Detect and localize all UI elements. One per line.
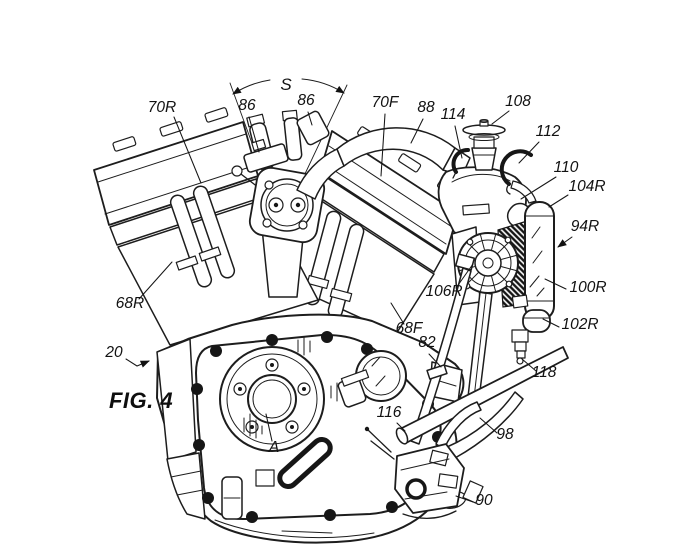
front-cylinder-assembly — [281, 126, 459, 335]
intake-sensor-86-right — [296, 110, 330, 146]
leader-line-94R — [557, 236, 573, 248]
hoses — [395, 346, 569, 459]
leader-line-70F — [380, 113, 386, 177]
leader-line-20 — [125, 358, 150, 368]
ref-label-A: A — [268, 439, 279, 456]
ref-label-20: 20 — [104, 344, 123, 361]
ref-label-68R: 68R — [116, 295, 144, 312]
leader-line-104R — [548, 194, 569, 208]
ref-label-86: 86 — [238, 97, 256, 114]
reference-labels: S 70R 86 86 70F 88 114 108 112 110 104R 94R 100R 102R… — [104, 75, 606, 509]
intake-sensor-86-left — [243, 138, 289, 173]
ref-label-82: 82 — [418, 334, 436, 351]
front-pushrod-tubes — [304, 210, 365, 319]
leader-line-90 — [455, 495, 474, 503]
leader-line-102R — [542, 318, 560, 328]
drain-fitting-118 — [511, 294, 529, 365]
ref-label-86: 86 — [297, 92, 315, 109]
air-horn-108 — [462, 119, 506, 171]
intake-manifold — [296, 119, 546, 242]
outlet-boss-116 — [337, 350, 407, 408]
leader-line-114 — [454, 125, 463, 159]
ref-label-98: 98 — [496, 426, 514, 443]
ref-label-102R: 102R — [561, 316, 598, 333]
leader-line-106R — [455, 263, 474, 289]
canister-bottom-cap — [522, 309, 551, 333]
ref-label-110: 110 — [554, 159, 579, 176]
leader-line-86 — [248, 116, 260, 153]
leader-line-68F — [390, 302, 405, 325]
figure-caption: FIG. 4 — [109, 388, 173, 413]
ref-label-90: 90 — [475, 492, 493, 509]
leader-line-110 — [520, 176, 557, 200]
ref-label-94R: 94R — [571, 218, 599, 235]
leader-line-86 — [307, 111, 313, 126]
ref-label-112: 112 — [536, 123, 561, 140]
engine-mount-lug — [221, 469, 275, 520]
ref-label-114: 114 — [441, 106, 466, 123]
rear-rocker-cover — [93, 107, 259, 226]
leader-line-108 — [491, 110, 510, 125]
leader-line-112 — [518, 141, 540, 164]
ref-label-70R: 70R — [148, 99, 176, 116]
ref-label-116: 116 — [377, 404, 402, 421]
clamp-114 — [451, 148, 470, 179]
leader-line-98 — [479, 417, 498, 434]
ref-label-88: 88 — [417, 99, 435, 116]
hose-98-curved — [446, 391, 524, 459]
leader-line-100R — [544, 278, 567, 290]
canister-shading — [529, 226, 545, 297]
leader-line-118 — [521, 358, 537, 372]
leader-line-A — [265, 413, 273, 442]
leader-line-70R — [173, 116, 202, 184]
lower-bracket-assembly — [364, 401, 484, 519]
case-cooling-ribs — [156, 338, 197, 462]
oil-line-82 — [410, 253, 476, 445]
ref-label-104R: 104R — [568, 178, 605, 195]
ref-label-70F: 70F — [372, 94, 400, 111]
ref-label-S: S — [280, 75, 292, 94]
hose-clip-112 — [499, 149, 533, 195]
reservoir-canister — [510, 180, 555, 365]
leader-line-82 — [428, 353, 442, 368]
leader-line-116 — [396, 422, 406, 432]
rear-pushrod-tubes — [169, 185, 236, 288]
ref-label-68F: 68F — [396, 320, 424, 337]
ref-label-108: 108 — [505, 93, 531, 110]
leader-line-68R — [138, 261, 173, 300]
ref-label-106R: 106R — [425, 283, 462, 300]
cover-slot — [277, 436, 333, 490]
ref-label-118: 118 — [532, 364, 557, 381]
crankshaft-boss-A — [219, 346, 325, 452]
leader-line-88 — [410, 118, 424, 144]
ref-label-100R: 100R — [569, 279, 606, 296]
crankcase — [156, 313, 465, 544]
